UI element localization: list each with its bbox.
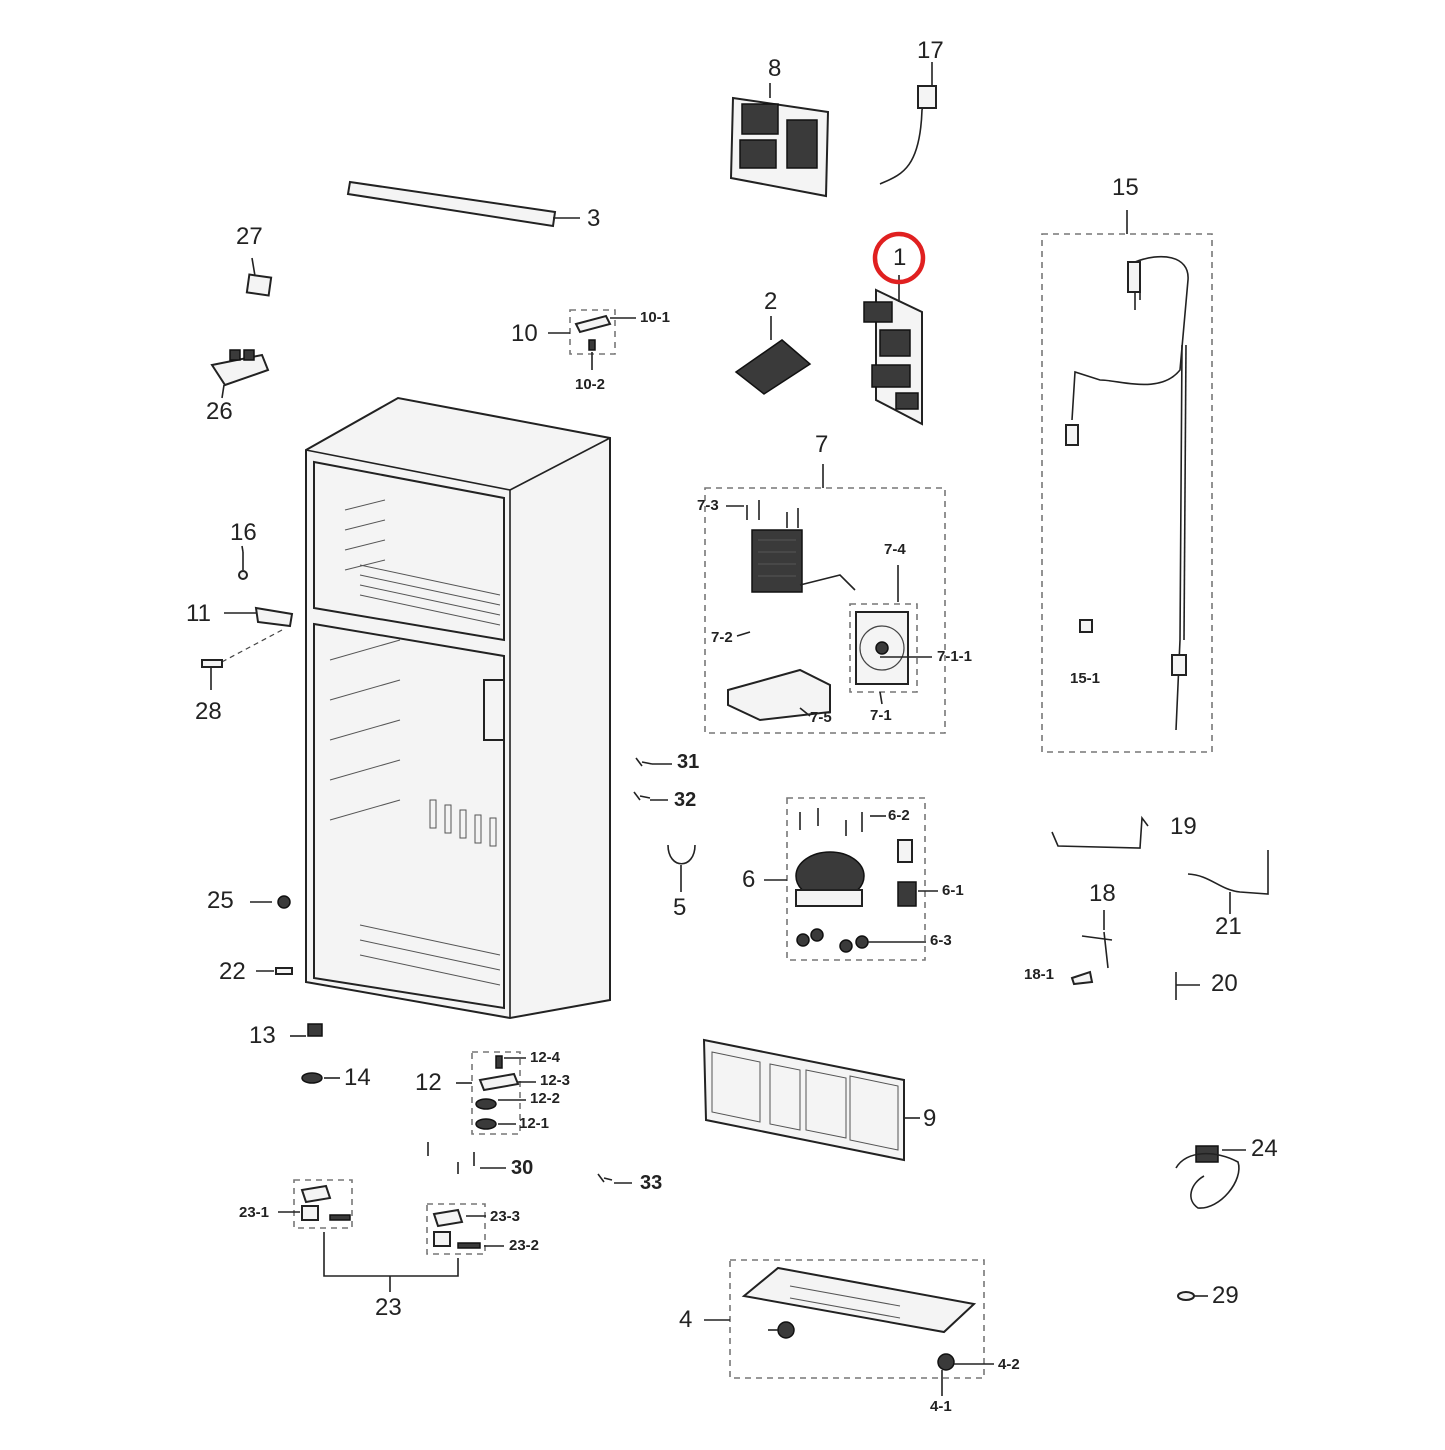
label-7-1: 7-1 — [870, 707, 892, 724]
label-1: 1 — [893, 244, 907, 271]
label-6: 6 — [742, 866, 756, 893]
label-23-2: 23-2 — [509, 1237, 540, 1254]
part-7-fan-assembly-drawing[interactable] — [727, 500, 918, 722]
label-2: 2 — [764, 288, 778, 315]
label-33: 33 — [640, 1172, 663, 1194]
label-23-3: 23-3 — [490, 1208, 521, 1225]
label-21: 21 — [1215, 913, 1242, 940]
part-17-power-cord-drawing[interactable] — [879, 62, 937, 185]
label-7: 7 — [815, 431, 829, 458]
part-32-screw-drawing[interactable] — [633, 791, 668, 801]
label-29: 29 — [1212, 1282, 1239, 1309]
part-3-top-bar-drawing[interactable] — [346, 180, 580, 228]
label-6-3: 6-3 — [930, 932, 952, 949]
label-7-5: 7-5 — [810, 709, 832, 726]
part-18-drawing[interactable] — [1070, 910, 1113, 986]
part-5-wire-drawing[interactable] — [667, 844, 696, 892]
part-22-drawing[interactable] — [256, 967, 293, 975]
label-15-1: 15-1 — [1070, 670, 1101, 687]
label-7-1-1: 7-1-1 — [937, 648, 973, 665]
label-6-1: 6-1 — [942, 882, 964, 899]
label-25: 25 — [207, 887, 234, 914]
part-16-drawing[interactable] — [238, 552, 248, 580]
part-10-hinge-drawing[interactable] — [548, 314, 636, 370]
cabinet-drawing — [305, 396, 611, 1020]
label-31: 31 — [677, 751, 700, 773]
label-3: 3 — [587, 205, 601, 232]
label-16: 16 — [230, 519, 257, 546]
part-4-base-plate-drawing[interactable] — [704, 1266, 994, 1396]
part-1-pcb-drawing[interactable] — [863, 275, 923, 426]
label-18: 18 — [1089, 880, 1116, 907]
label-32: 32 — [674, 789, 697, 811]
part-26-drawing[interactable] — [210, 349, 270, 399]
label-4: 4 — [679, 1306, 693, 1333]
label-9: 9 — [923, 1105, 937, 1132]
part-28-pin-drawing[interactable] — [201, 659, 223, 690]
label-26: 26 — [206, 398, 233, 425]
part-19-drawing[interactable] — [1051, 815, 1149, 849]
label-17: 17 — [917, 37, 944, 64]
label-12-1: 12-1 — [519, 1115, 550, 1132]
part-30-screws-drawing[interactable] — [427, 1142, 506, 1174]
highlight-circle — [872, 231, 926, 285]
part-27-drawing[interactable] — [245, 257, 273, 297]
part-25-drawing[interactable] — [250, 895, 291, 909]
label-12-2: 12-2 — [530, 1090, 561, 1107]
part-2-cover-drawing[interactable] — [734, 316, 812, 395]
label-4-1: 4-1 — [930, 1398, 952, 1415]
part-12-hinge-drawing[interactable] — [456, 1055, 536, 1130]
part-31-screw-drawing[interactable] — [635, 757, 672, 767]
label-20: 20 — [1211, 970, 1238, 997]
label-18-1: 18-1 — [1024, 966, 1055, 983]
part-14-drawing[interactable] — [301, 1072, 340, 1084]
label-10-2: 10-2 — [575, 376, 606, 393]
label-10-1: 10-1 — [640, 309, 671, 326]
label-24: 24 — [1251, 1135, 1278, 1162]
label-23-1: 23-1 — [239, 1204, 270, 1221]
label-7-2: 7-2 — [711, 629, 733, 646]
part-8-cover-drawing[interactable] — [729, 83, 830, 198]
label-30: 30 — [511, 1157, 534, 1179]
label-12: 12 — [415, 1069, 442, 1096]
label-4-2: 4-2 — [998, 1356, 1020, 1373]
label-6-2: 6-2 — [888, 807, 910, 824]
label-7-4: 7-4 — [884, 541, 906, 558]
part-24-harness-drawing[interactable] — [1175, 1145, 1246, 1209]
label-19: 19 — [1170, 813, 1197, 840]
label-22: 22 — [219, 958, 246, 985]
part-15-tubing-drawing[interactable] — [1065, 255, 1189, 731]
label-5: 5 — [673, 894, 687, 921]
part-20-drawing[interactable] — [1175, 972, 1200, 1000]
label-23: 23 — [375, 1294, 402, 1321]
label-14: 14 — [344, 1064, 371, 1091]
label-28: 28 — [195, 698, 222, 725]
label-11: 11 — [186, 600, 211, 627]
part-21-drawing[interactable] — [1187, 850, 1269, 914]
label-10: 10 — [511, 320, 538, 347]
part-13-leveler-drawing[interactable] — [290, 1023, 323, 1037]
part-6-compressor-drawing[interactable] — [764, 808, 917, 953]
label-7-3: 7-3 — [697, 497, 719, 514]
label-12-4: 12-4 — [530, 1049, 561, 1066]
label-12-3: 12-3 — [540, 1072, 571, 1089]
part-29-drawing[interactable] — [1177, 1291, 1208, 1301]
part-9-panel-drawing[interactable] — [702, 1038, 920, 1162]
label-27: 27 — [236, 223, 263, 250]
label-13: 13 — [249, 1022, 276, 1049]
label-15: 15 — [1112, 174, 1139, 201]
part-33-screw-drawing[interactable] — [597, 1173, 632, 1184]
part-23-drawing[interactable] — [278, 1184, 504, 1292]
label-8: 8 — [768, 55, 782, 82]
part-11-hinge-drawing[interactable] — [217, 606, 294, 665]
